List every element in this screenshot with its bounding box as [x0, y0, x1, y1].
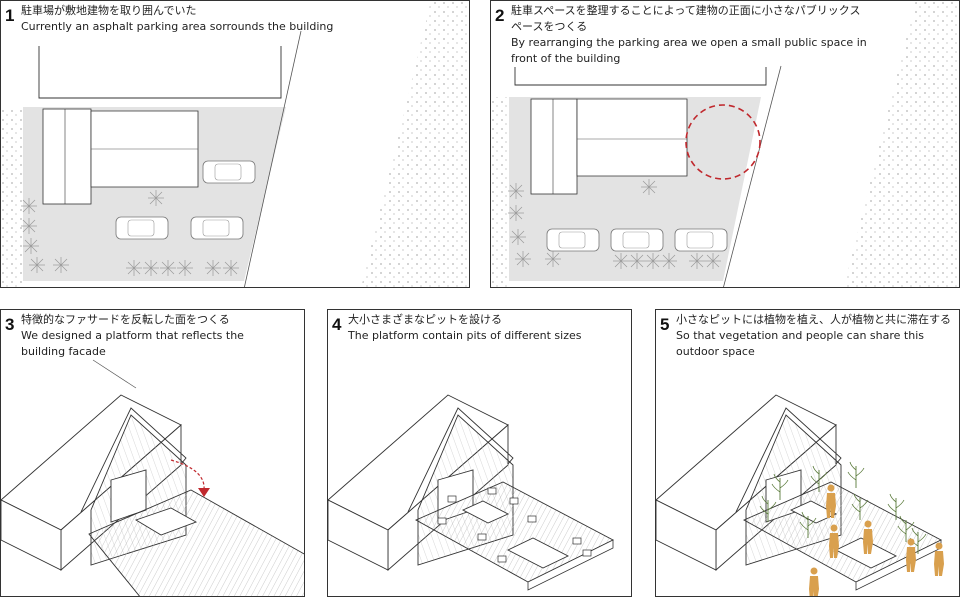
step-4-panel: 4 大小さまざまなピットを設ける The platform contain pi… [327, 309, 632, 597]
pit-small [527, 515, 537, 523]
tree-icon [514, 250, 532, 268]
tree-icon [22, 237, 40, 255]
caption-jp: 駐車スペースを整理することによって建物の正面に小さなパブリックス [511, 4, 861, 17]
platform-pits-diagram [328, 394, 614, 591]
tree-icon [142, 259, 160, 277]
dotted-ground-right [843, 1, 959, 287]
tree-icon [20, 217, 38, 235]
pit-small [437, 517, 447, 525]
step-2-panel: 2 駐車スペースを整理することによって建物の正面に小さなパブリックス ペースをつ… [490, 0, 960, 288]
pit-small [509, 497, 519, 505]
pit-small [477, 533, 487, 541]
tree-icon [628, 252, 646, 270]
step-caption: 小さなピットには植物を植え、人が植物と共に滞在する So that vegeta… [676, 312, 951, 360]
site-plan-current [1, 1, 469, 287]
dotted-ground-left [1, 109, 23, 287]
pit-small [447, 495, 457, 503]
dotted-ground-right [361, 1, 469, 287]
pit-small [582, 549, 592, 557]
car-icon [546, 228, 600, 252]
tree-icon [688, 252, 706, 270]
rotate-arrow-icon [170, 459, 205, 491]
step-caption: 駐車場が敷地建物を取り囲んでいた Currently an asphalt pa… [21, 3, 333, 35]
tree-icon [147, 189, 165, 207]
step-number: 1 [5, 6, 15, 25]
car-icon [674, 228, 728, 252]
step-caption: 駐車スペースを整理することによって建物の正面に小さなパブリックス ペースをつくる… [511, 3, 867, 67]
building-footprint [42, 108, 92, 205]
pit-large [506, 537, 570, 569]
caption-en-line: outdoor space [676, 345, 755, 358]
step-number: 3 [5, 315, 15, 334]
plant-icon [847, 461, 865, 489]
step-3-panel: 3 特徴的なファサードを反転した面をつくる We designed a plat… [0, 309, 305, 597]
step-number: 5 [660, 315, 670, 334]
caption-jp: ペースをつくる [511, 20, 588, 33]
platform-opening [134, 507, 198, 536]
pit-small [497, 555, 507, 563]
caption-en-line: By rearranging the parking area we open … [511, 36, 867, 49]
tree-icon [176, 259, 194, 277]
tree-icon [52, 256, 70, 274]
tree-icon [204, 259, 222, 277]
tree-icon [28, 256, 46, 274]
upper-site-outline [38, 46, 282, 99]
caption-jp: 小さなピットには植物を植え、人が植物と共に滞在する [676, 313, 951, 326]
tree-icon [704, 252, 722, 270]
car-icon [115, 216, 169, 240]
tree-icon [125, 259, 143, 277]
dotted-ground-left [491, 97, 509, 287]
pit-small [572, 537, 582, 545]
step-caption: 大小さまざまなピットを設ける The platform contain pits… [348, 312, 581, 344]
step-1-panel: 1 駐車場が敷地建物を取り囲んでいた Currently an asphalt … [0, 0, 470, 288]
caption-en-line: The platform contain pits of different s… [348, 329, 582, 342]
facade-platform-diagram [1, 359, 304, 596]
tree-icon [222, 259, 240, 277]
caption-jp: 特徴的なファサードを反転した面をつくる [21, 313, 230, 326]
step-number: 4 [332, 315, 342, 334]
caption-en-line: So that vegetation and people can share … [676, 329, 924, 342]
tree-icon [507, 182, 525, 200]
caption-en-line: We designed a platform that reflects the [21, 329, 244, 342]
site-plan-rearranged [491, 1, 959, 287]
caption-jp: 駐車場が敷地建物を取り囲んでいた [21, 4, 197, 17]
step-number: 2 [495, 6, 505, 25]
car-icon [202, 160, 256, 184]
platform-surface [88, 489, 304, 596]
car-icon [610, 228, 664, 252]
public-space-circle [685, 104, 761, 180]
building-footprint [530, 98, 578, 195]
tree-icon [509, 228, 527, 246]
person-icon [809, 567, 819, 596]
vegetation-people-diagram [656, 394, 944, 596]
upper-site-outline [514, 67, 767, 86]
pit-medium [461, 500, 510, 524]
tree-icon [20, 197, 38, 215]
caption-en-line: front of the building [511, 52, 621, 65]
tree-icon [544, 250, 562, 268]
tree-icon [644, 252, 662, 270]
tree-icon [612, 252, 630, 270]
caption-jp: 大小さまざまなピットを設ける [348, 313, 502, 326]
caption-en-line: Currently an asphalt parking area sorrou… [21, 20, 334, 33]
step-5-panel: 5 小さなピットには植物を植え、人が植物と共に滞在する So that vege… [655, 309, 960, 597]
tree-icon [507, 204, 525, 222]
tree-icon [640, 178, 658, 196]
tree-icon [660, 252, 678, 270]
pit-small [487, 487, 497, 495]
caption-en-line: building facade [21, 345, 106, 358]
tree-icon [159, 259, 177, 277]
car-icon [190, 216, 244, 240]
step-caption: 特徴的なファサードを反転した面をつくる We designed a platfo… [21, 312, 244, 360]
